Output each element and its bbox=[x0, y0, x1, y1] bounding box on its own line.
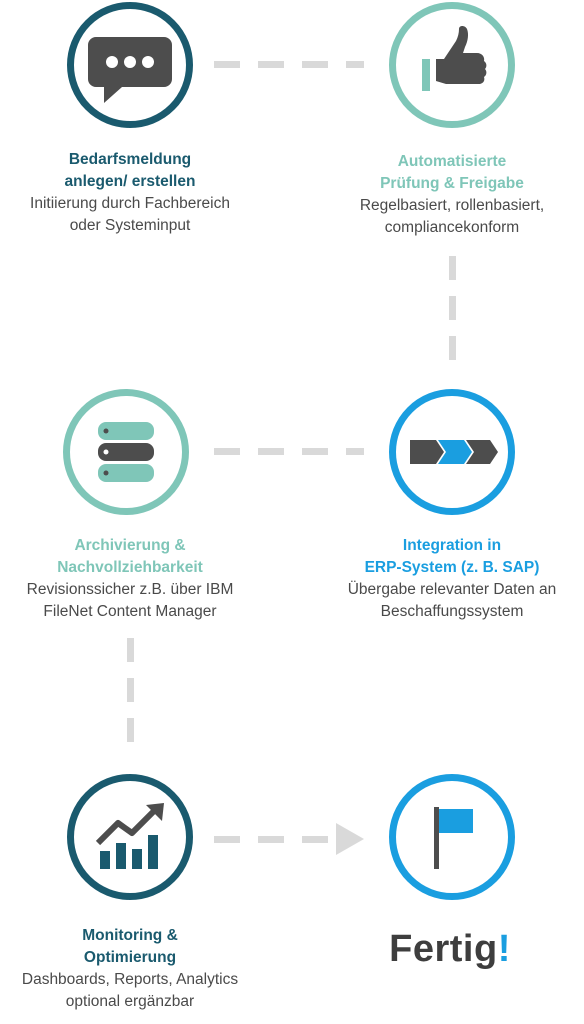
title-line: Optimierung bbox=[83, 949, 177, 966]
step-bedarfsmeldung-title: Bedarfsmeldung anlegen/ erstellen bbox=[0, 149, 265, 193]
speech-bubble-icon bbox=[88, 37, 172, 103]
desc-line: Dashboards, Reports, Analytics bbox=[21, 971, 239, 988]
desc-line: Beschaffungssystem bbox=[380, 603, 524, 620]
growth-chart-icon bbox=[95, 803, 164, 869]
connector-1-2 bbox=[214, 61, 364, 68]
desc-line: Übergabe relevanter Daten an bbox=[347, 581, 557, 598]
step-integration-text: Integration in ERP-System (z. B. SAP) Üb… bbox=[317, 535, 584, 623]
process-arrows-icon bbox=[410, 440, 498, 464]
title-line: Nachvollziehbarkeit bbox=[57, 559, 203, 576]
connector-3-4 bbox=[214, 448, 364, 455]
title-line: Prüfung & Freigabe bbox=[380, 175, 524, 192]
connector-2-3 bbox=[449, 256, 456, 366]
desc-line: oder Systeminput bbox=[69, 217, 191, 234]
title-line: Archivierung & bbox=[74, 537, 186, 554]
step-bedarfsmeldung-circle bbox=[67, 2, 193, 128]
step-pruefung-desc: Regelbasiert, rollenbasiert, compliancek… bbox=[317, 195, 584, 239]
step-archivierung-title: Archivierung & Nachvollziehbarkeit bbox=[0, 535, 265, 579]
final-label-mark: ! bbox=[497, 928, 511, 970]
connector-arrowhead bbox=[336, 823, 364, 855]
step-bedarfsmeldung-text: Bedarfsmeldung anlegen/ erstellen Initii… bbox=[0, 149, 265, 237]
step-integration-title: Integration in ERP-System (z. B. SAP) bbox=[317, 535, 584, 579]
step-integration-circle bbox=[389, 389, 515, 515]
desc-line: compliancekonform bbox=[384, 219, 520, 236]
desc-line: Initiierung durch Fachbereich bbox=[30, 195, 230, 212]
flag-icon bbox=[434, 807, 473, 869]
step-pruefung-text: Automatisierte Prüfung & Freigabe Regelb… bbox=[317, 151, 584, 239]
title-line: Bedarfsmeldung bbox=[68, 151, 192, 168]
step-monitoring-circle bbox=[67, 774, 193, 900]
title-line: Monitoring & bbox=[82, 927, 178, 944]
step-pruefung-circle bbox=[389, 2, 515, 128]
title-line: ERP-System (z. B. SAP) bbox=[364, 559, 540, 576]
step-integration-desc: Übergabe relevanter Daten an Beschaffung… bbox=[317, 579, 584, 623]
database-icon bbox=[98, 422, 154, 482]
connector-4-5 bbox=[127, 638, 134, 750]
step-bedarfsmeldung-desc: Initiierung durch Fachbereich oder Syste… bbox=[0, 193, 265, 237]
desc-line: Regelbasiert, rollenbasiert, bbox=[359, 197, 545, 214]
title-line: Automatisierte bbox=[397, 153, 507, 170]
final-label-text: Fertig bbox=[389, 928, 498, 970]
desc-line: Revisionssicher z.B. über IBM bbox=[26, 581, 234, 598]
thumbs-up-icon bbox=[422, 26, 487, 91]
step-monitoring-title: Monitoring & Optimierung bbox=[0, 925, 265, 969]
step-archivierung-text: Archivierung & Nachvollziehbarkeit Revis… bbox=[0, 535, 265, 623]
title-line: anlegen/ erstellen bbox=[64, 173, 196, 190]
step-monitoring-desc: Dashboards, Reports, Analytics optional … bbox=[0, 969, 265, 1013]
final-circle bbox=[389, 774, 515, 900]
step-archivierung-circle bbox=[63, 389, 189, 515]
step-monitoring-text: Monitoring & Optimierung Dashboards, Rep… bbox=[0, 925, 265, 1013]
final-label: Fertig! bbox=[330, 928, 570, 971]
step-archivierung-desc: Revisionssicher z.B. über IBM FileNet Co… bbox=[0, 579, 265, 623]
title-line: Integration in bbox=[402, 537, 502, 554]
step-pruefung-title: Automatisierte Prüfung & Freigabe bbox=[317, 151, 584, 195]
desc-line: FileNet Content Manager bbox=[43, 603, 217, 620]
desc-line: optional ergänzbar bbox=[65, 993, 195, 1010]
connector-5-final bbox=[214, 836, 332, 843]
